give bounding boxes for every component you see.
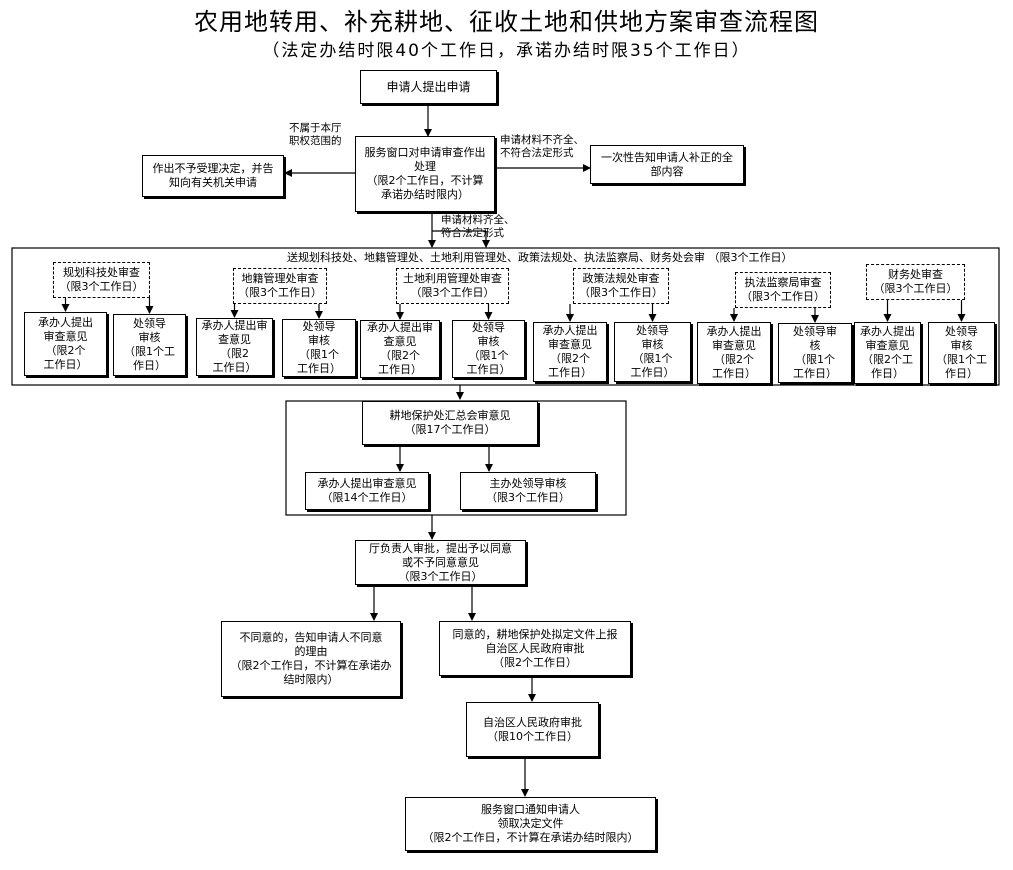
final-notification-node: 服务窗口通知申请人 领取决定文件 （限2个工作日，不计算在承诺办结时限内）: [405, 797, 656, 851]
page-subtitle: （法定办结时限40个工作日，承诺办结时限35个工作日）: [262, 41, 751, 61]
director-node: 厅负责人审批，提出予以同意 或不予同意意见 （限3个工作日）: [355, 540, 526, 585]
window-review-node: 服务窗口对申请审查作出 处理 （限2个工作日，不计算 承诺办结时限内）: [355, 136, 495, 212]
department-undertaker-node: 承办人提出审查意见（限2个工作日）: [697, 322, 771, 384]
department-leader-node: 处领导审核（限1个工作日）: [928, 322, 995, 384]
disagree-node: 不同意的，告知申请人不同意 的理由 （限2个工作日，不计算在承诺办 结时限内）: [221, 621, 401, 697]
start-node: 申请人提出申请: [360, 70, 497, 104]
joint-review-frame: [11, 247, 1000, 386]
department-leader-node: 处领导审核（限1个工作日）: [282, 319, 356, 377]
department-leader-node: 处领导审核（限1个工作日）: [614, 322, 691, 382]
page-title: 农用地转用、补充耕地、征收土地和供地方案审查流程图: [194, 8, 819, 36]
notify-incomplete-node: 一次性告知申请人补正的全 部内容: [590, 145, 744, 184]
incomplete-condition-label: 申请材料不齐全、 不符合法定形式: [500, 134, 584, 159]
reject-condition-label: 不属于本厅 职权范围的: [289, 122, 342, 147]
joint-review-label: 送规划科技处、地籍管理处、土地利用管理处、政策法规处、执法监察局、财务处会审 （…: [287, 251, 793, 264]
summary-undertaker-node: 承办人提出审查意见 （限14个工作日）: [305, 472, 429, 510]
agree-node: 同意的，耕地保护处拟定文件上报 自治区人民政府审批 （限2个工作日）: [439, 621, 631, 676]
department-review-header: 规划科技处审查（限3个工作日）: [53, 262, 150, 298]
department-leader-node: 处领导审核（限1个工作日）: [778, 323, 852, 383]
department-undertaker-node: 承办人提出审查意见（限2个工作日）: [533, 322, 607, 382]
department-review-header: 土地利用管理处审查（限3个工作日）: [396, 268, 509, 304]
department-review-header: 财务处审查（限3个工作日）: [866, 264, 965, 300]
department-leader-node: 处领导审核（限1个工作日）: [452, 320, 525, 378]
department-undertaker-node: 承办人提出审查意见（限2个工作日）: [854, 322, 921, 384]
department-review-header: 执法监察局审查（限3个工作日）: [735, 272, 831, 308]
department-review-header: 地籍管理处审查（限3个工作日）: [233, 268, 327, 304]
reject-node: 作出不予受理决定，并告 知向有关机关申请: [142, 155, 284, 197]
department-undertaker-node: 承办人提出审查意见（限2个工作日）: [24, 312, 107, 376]
summary-node: 耕地保护处汇总会审意见 （限17个工作日）: [362, 401, 538, 445]
department-undertaker-node: 承办人提出审查意见（限2个工作日）: [360, 320, 440, 378]
government-approval-node: 自治区人民政府审批 （限10个工作日）: [466, 702, 599, 757]
department-review-header: 政策法规处审查（限3个工作日）: [573, 268, 669, 304]
department-leader-node: 处领导审核（限1个工作日）: [113, 314, 186, 376]
summary-leader-node: 主办处领导审核 （限3个工作日）: [460, 472, 596, 510]
complete-condition-label: 申请材料齐全、 符合法定形式: [441, 214, 515, 239]
